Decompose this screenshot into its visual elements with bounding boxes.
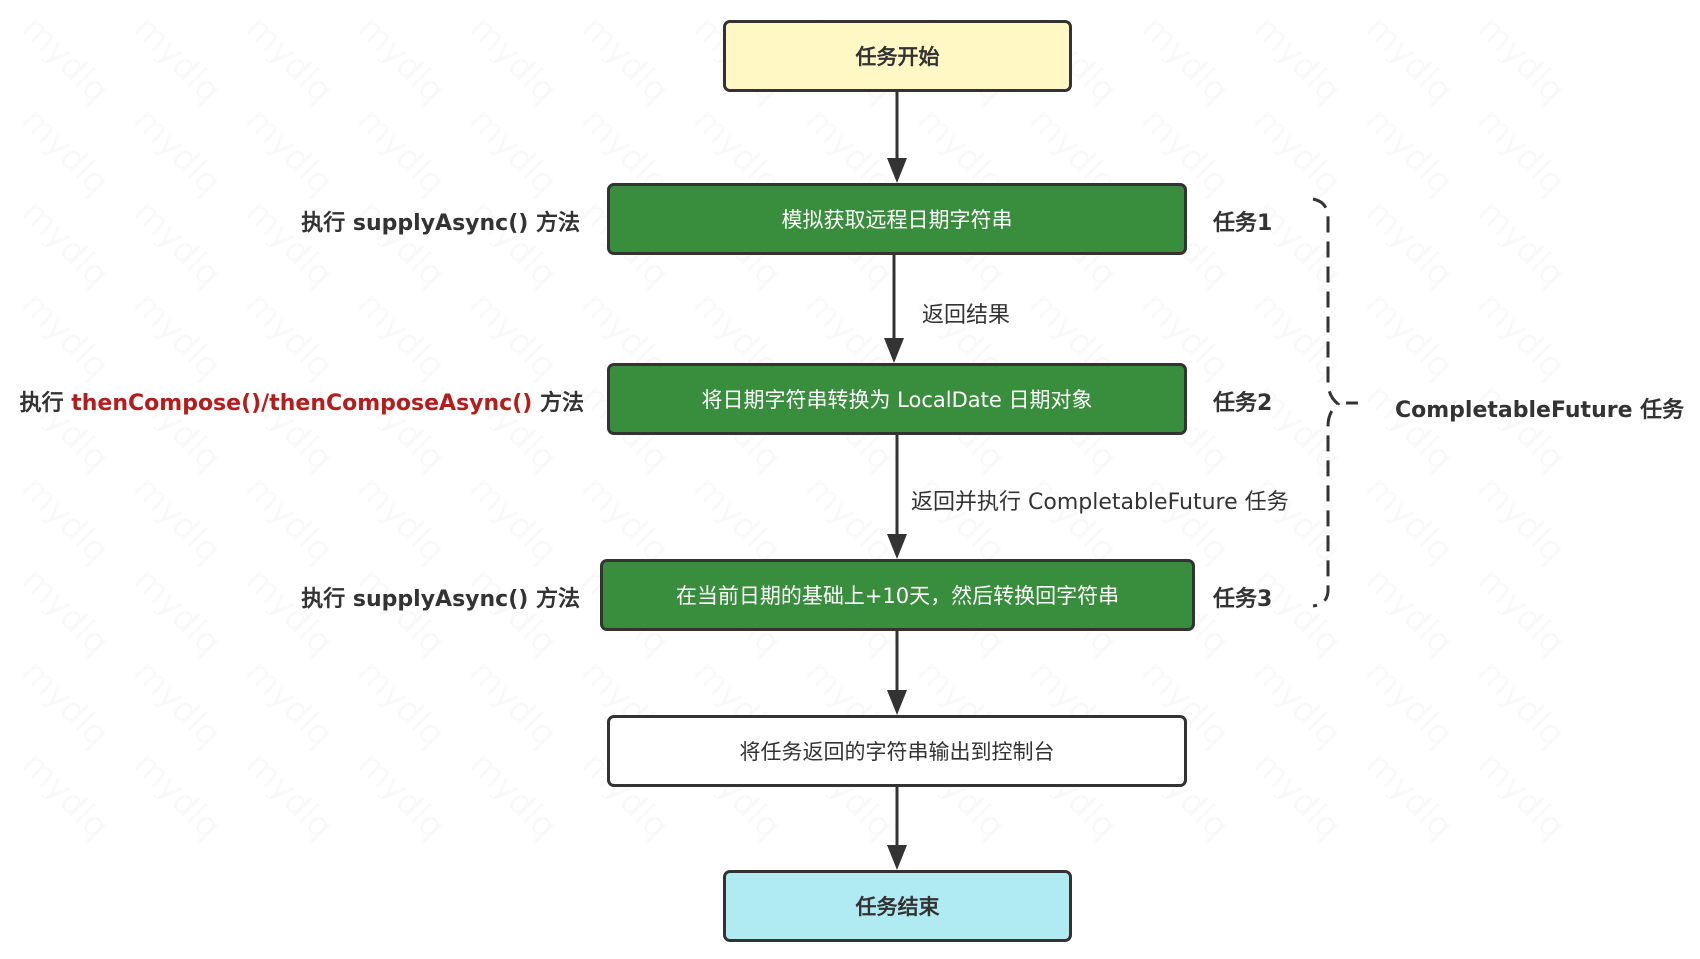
- method-label-prefix: 执行: [301, 211, 353, 236]
- method-label-name: supplyAsync(): [352, 211, 529, 236]
- edge-label-return-and-execute: 返回并执行 CompletableFuture 任务: [911, 490, 1289, 515]
- node-task2[interactable]: 将日期字符串转换为 LocalDate 日期对象: [607, 363, 1187, 435]
- method-label-suffix: 方法: [528, 587, 580, 612]
- method-label-name: supplyAsync(): [352, 587, 529, 612]
- node-output-label: 将任务返回的字符串输出到控制台: [739, 740, 1055, 764]
- arrowhead-task2-task3: [887, 534, 907, 559]
- node-task1[interactable]: 模拟获取远程日期字符串: [607, 183, 1187, 255]
- method-label-name-highlighted: thenCompose()/thenComposeAsync(): [71, 391, 533, 416]
- method-label-task3: 执行 supplyAsync() 方法: [301, 581, 580, 613]
- node-task1-label: 模拟获取远程日期字符串: [781, 208, 1013, 232]
- method-label-suffix: 方法: [528, 211, 580, 236]
- task-label-3: 任务3: [1213, 587, 1273, 612]
- group-brace: [1312, 197, 1341, 608]
- arrowhead-task1-task2: [884, 338, 904, 363]
- edge-label-return-result: 返回结果: [922, 303, 1011, 328]
- method-label-task2: 执行 thenCompose()/thenComposeAsync() 方法: [20, 385, 584, 417]
- task-label-1: 任务1: [1213, 211, 1273, 236]
- node-task2-label: 将日期字符串转换为 LocalDate 日期对象: [701, 388, 1093, 412]
- node-task3-label: 在当前日期的基础上+10天，然后转换回字符串: [675, 584, 1120, 608]
- method-label-prefix: 执行: [301, 587, 353, 612]
- arrowhead-output-end: [887, 845, 907, 870]
- arrowhead-start-task1: [887, 158, 907, 183]
- method-label-suffix: 方法: [532, 391, 584, 416]
- node-end[interactable]: 任务结束: [723, 870, 1072, 942]
- arrowhead-task3-output: [887, 690, 907, 715]
- task-label-2: 任务2: [1213, 391, 1273, 416]
- node-task3[interactable]: 在当前日期的基础上+10天，然后转换回字符串: [600, 559, 1195, 631]
- node-start[interactable]: 任务开始: [723, 20, 1072, 92]
- node-start-label: 任务开始: [855, 45, 940, 69]
- group-label: CompletableFuture 任务: [1395, 398, 1685, 423]
- method-label-prefix: 执行: [19, 391, 72, 416]
- node-end-label: 任务结束: [855, 895, 940, 919]
- node-output[interactable]: 将任务返回的字符串输出到控制台: [607, 715, 1187, 787]
- method-label-task1: 执行 supplyAsync() 方法: [301, 205, 580, 237]
